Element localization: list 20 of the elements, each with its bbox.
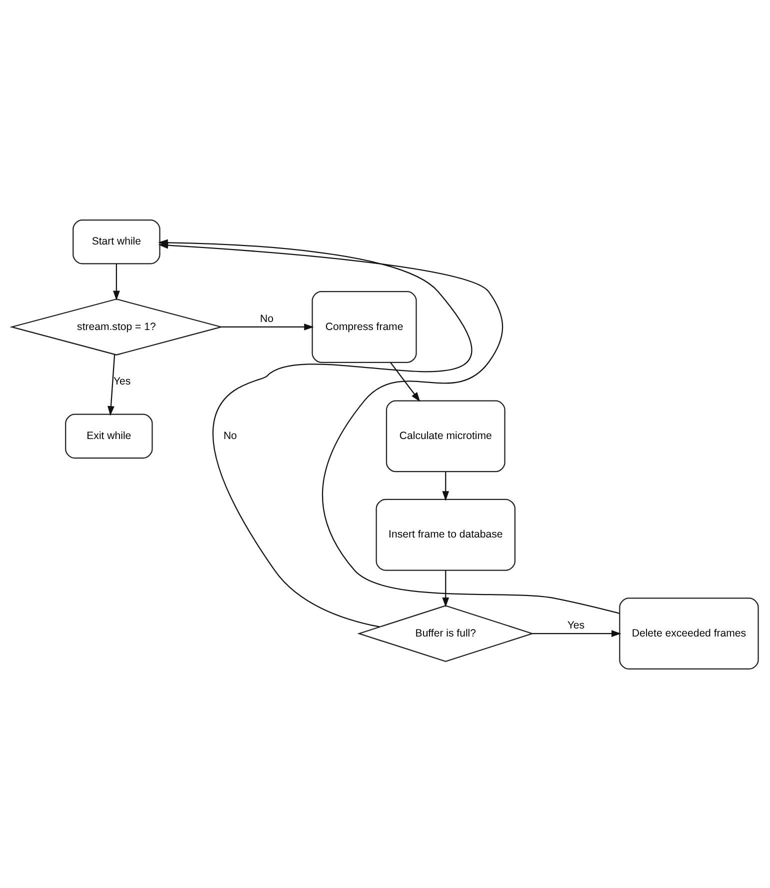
- node-box: Compress frame: [312, 290, 417, 362]
- node-diamond: Buffer is full?: [357, 604, 534, 662]
- node-box: Exit while: [65, 413, 153, 458]
- arrow: [442, 471, 450, 500]
- node-box: Delete exceeded frames: [619, 597, 759, 670]
- edge-label: Yes: [114, 374, 131, 387]
- edge-label: No: [223, 430, 237, 442]
- arrow: [390, 362, 420, 402]
- edge-label: No: [260, 312, 274, 324]
- arrow: [158, 241, 620, 614]
- edge-label: Yes: [567, 618, 585, 631]
- node-box: Insert frame to database: [376, 498, 516, 570]
- arrow: [442, 570, 450, 607]
- node-box: Calculate microtime: [386, 400, 506, 472]
- arrow: [113, 263, 120, 300]
- node-diamond: stream.stop = 1?: [10, 298, 224, 355]
- arrow: [221, 323, 314, 330]
- arrow: [108, 354, 116, 416]
- node-box: Start while: [72, 218, 160, 264]
- arrow: [532, 630, 622, 637]
